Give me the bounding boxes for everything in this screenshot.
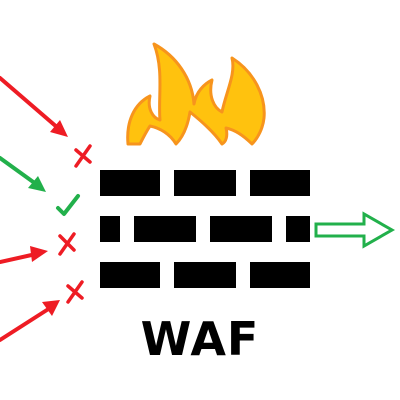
brick: [174, 170, 236, 196]
waf-label: WAF: [140, 312, 260, 366]
hollow-arrow-icon: [314, 211, 396, 249]
request-arrow-blocked: [0, 300, 60, 342]
brick: [174, 262, 236, 288]
cross-icon: [58, 232, 76, 256]
brick-wall-icon: [100, 170, 310, 288]
brick: [100, 216, 120, 242]
brick: [286, 216, 310, 242]
brick: [250, 262, 310, 288]
brick: [100, 262, 160, 288]
brick: [210, 216, 272, 242]
request-arrow-blocked: [0, 246, 48, 264]
cross-icon: [66, 280, 84, 304]
request-arrow-blocked: [0, 76, 68, 137]
incoming-requests: [0, 76, 68, 342]
brick: [100, 170, 160, 196]
cross-icon: [74, 144, 92, 168]
brick: [134, 216, 196, 242]
fire-icon: [126, 42, 266, 146]
brick: [250, 170, 310, 196]
check-icon: [56, 194, 80, 216]
request-marks: [56, 144, 92, 304]
request-arrow-allowed: [0, 156, 46, 192]
